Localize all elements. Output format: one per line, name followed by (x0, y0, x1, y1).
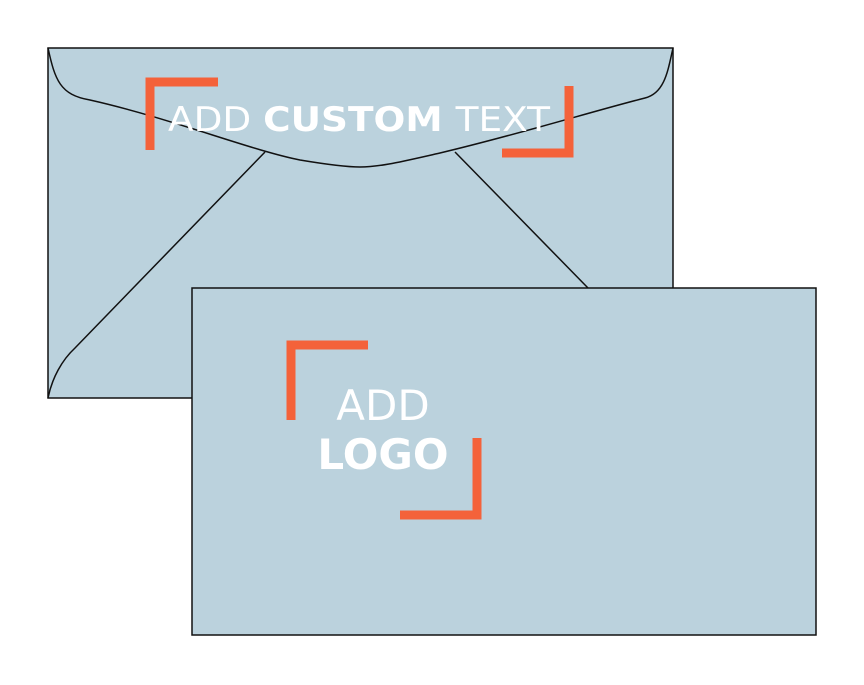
custom-text-label: ADD CUSTOM TEXT (168, 100, 550, 140)
front-envelope-body (191, 287, 817, 636)
logo-area[interactable]: ADD LOGO (286, 340, 482, 520)
logo-label-line2: LOGO (317, 430, 448, 479)
back-envelope-right-fold (454, 151, 589, 289)
custom-text-prefix: ADD (168, 100, 263, 140)
front-envelope (191, 287, 817, 636)
custom-text-area[interactable]: ADD CUSTOM TEXT (145, 77, 574, 158)
custom-text-suffix: TEXT (455, 100, 551, 140)
custom-text-bracket-bottom-right (502, 86, 574, 158)
back-envelope-flap (47, 47, 674, 168)
back-envelope-left-fold (47, 151, 266, 399)
custom-text-bracket-top-left (145, 77, 218, 150)
custom-text-emphasis: CUSTOM (263, 100, 455, 140)
logo-bracket-top-left (286, 340, 368, 420)
logo-bracket-bottom-right (400, 438, 482, 520)
logo-label-line1: ADD (336, 381, 429, 430)
